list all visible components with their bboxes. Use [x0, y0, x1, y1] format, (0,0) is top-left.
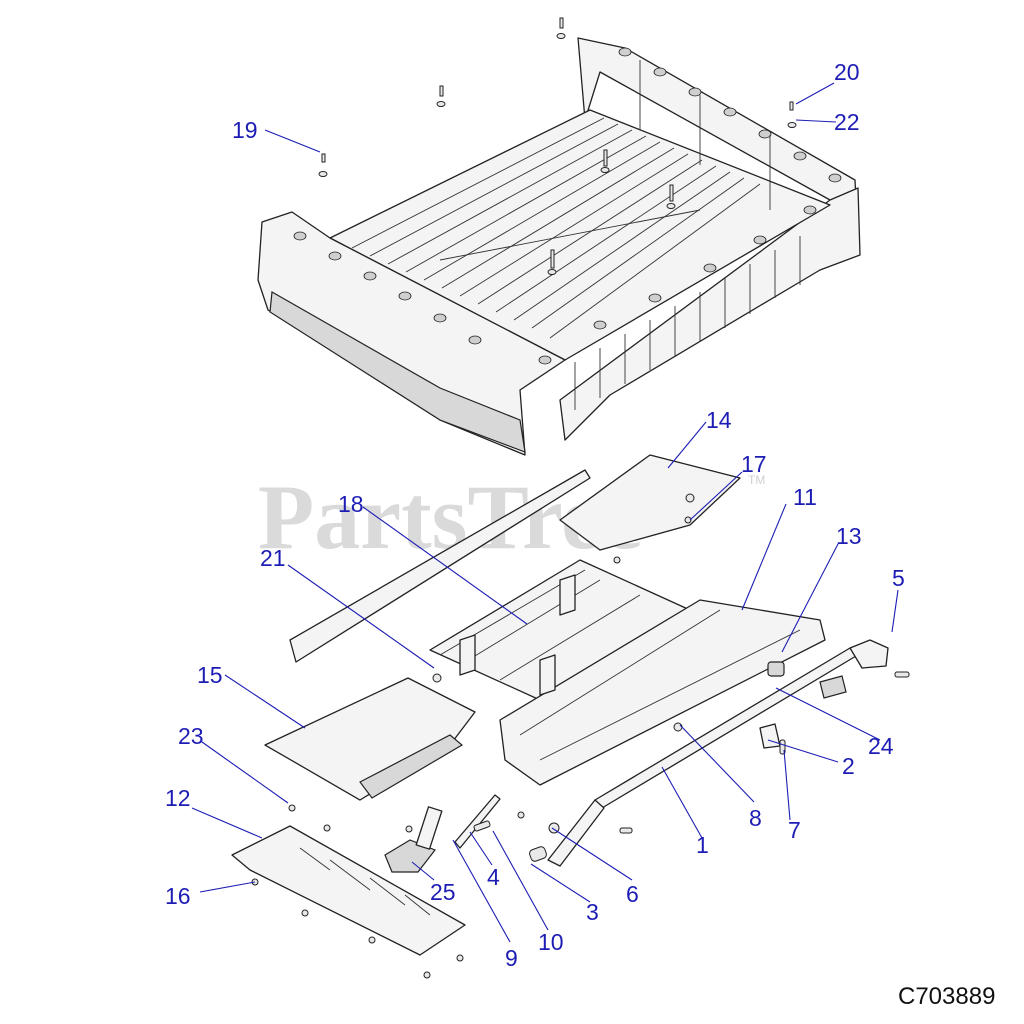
- callout-12[interactable]: 12: [165, 785, 191, 811]
- callout-8[interactable]: 8: [749, 805, 762, 831]
- callout-25[interactable]: 25: [430, 879, 456, 905]
- callout-7[interactable]: 7: [788, 817, 801, 843]
- callout-22[interactable]: 22: [834, 109, 860, 135]
- callout-3[interactable]: 3: [586, 899, 599, 925]
- callout-5[interactable]: 5: [892, 565, 905, 591]
- callout-15[interactable]: 15: [197, 662, 223, 688]
- callout-1[interactable]: 1: [696, 832, 709, 858]
- callout-21[interactable]: 21: [260, 545, 286, 571]
- callout-13[interactable]: 13: [836, 523, 862, 549]
- cargo-box: [257, 17, 861, 456]
- callout-20[interactable]: 20: [834, 59, 860, 85]
- callout-19[interactable]: 19: [232, 117, 258, 143]
- callout-4[interactable]: 4: [487, 864, 500, 890]
- callout-14[interactable]: 14: [706, 407, 732, 433]
- watermark-tm: TM: [748, 473, 765, 487]
- callouts: 1 2 3 4 5 6 7 8 9 10 11 12 13 14 15 16 1…: [165, 59, 905, 971]
- callout-6[interactable]: 6: [626, 881, 639, 907]
- callout-18[interactable]: 18: [338, 491, 364, 517]
- callout-10[interactable]: 10: [538, 929, 564, 955]
- leader-lines: [191, 82, 899, 943]
- callout-2[interactable]: 2: [842, 753, 855, 779]
- callout-17[interactable]: 17: [741, 451, 767, 477]
- drawing-code: C703889: [898, 983, 995, 1010]
- callout-11[interactable]: 11: [793, 484, 817, 510]
- callout-23[interactable]: 23: [178, 723, 204, 749]
- callout-16[interactable]: 16: [165, 883, 191, 909]
- callout-9[interactable]: 9: [505, 945, 518, 971]
- callout-24[interactable]: 24: [868, 733, 894, 759]
- frame-assembly: [231, 454, 910, 979]
